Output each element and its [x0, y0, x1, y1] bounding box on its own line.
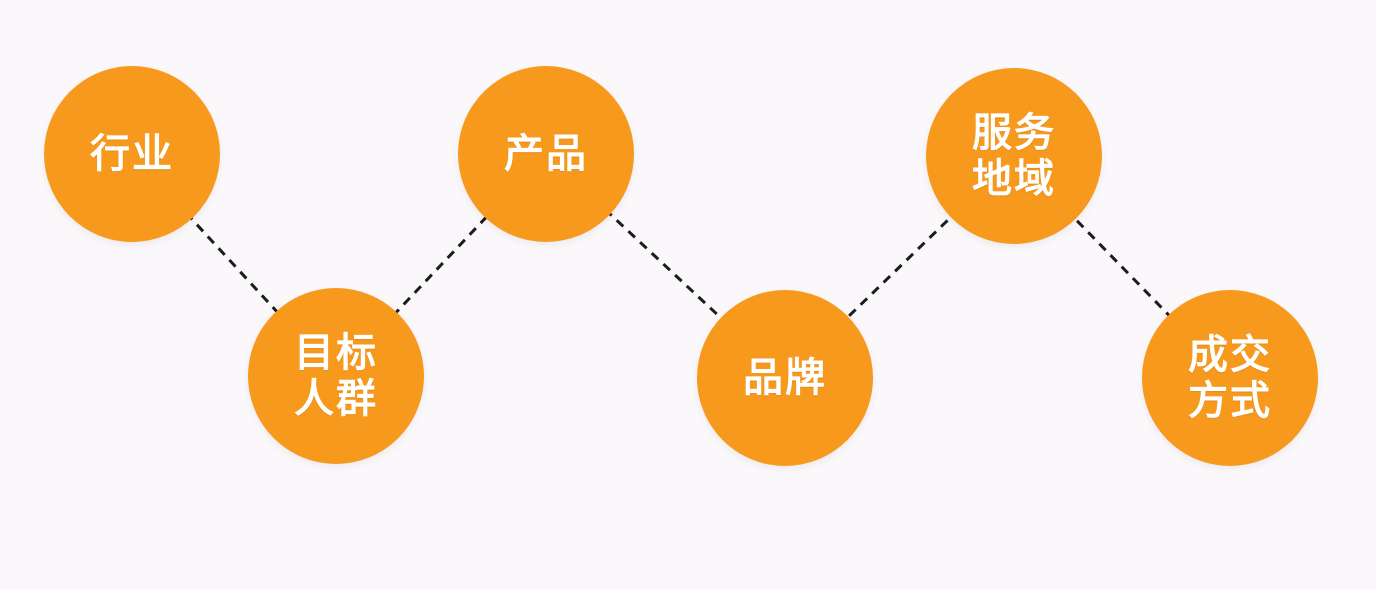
node-service-region-label: 服务 地域	[972, 110, 1056, 202]
node-target-audience: 目标 人群	[248, 288, 424, 464]
node-deal-method: 成交 方式	[1142, 290, 1318, 466]
node-brand: 品牌	[697, 290, 873, 466]
node-brand-label: 品牌	[743, 355, 827, 401]
node-deal-method-label: 成交 方式	[1188, 332, 1272, 424]
node-product: 产品	[458, 66, 634, 242]
node-product-label: 产品	[504, 131, 588, 177]
node-industry-label: 行业	[90, 131, 174, 177]
node-target-audience-label: 目标 人群	[294, 330, 378, 422]
node-service-region: 服务 地域	[926, 68, 1102, 244]
connector-path	[130, 151, 1232, 381]
node-industry: 行业	[44, 66, 220, 242]
